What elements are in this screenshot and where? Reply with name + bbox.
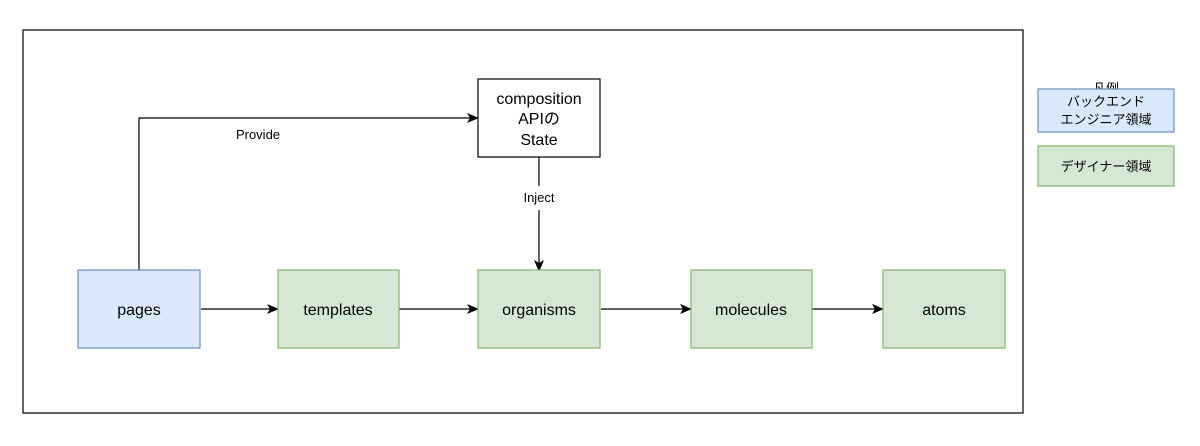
legend: 凡例 バックエンド エンジニア領域 デザイナー領域 <box>1037 82 1175 187</box>
legend-designer-swatch <box>1037 145 1175 187</box>
inject-edge-label: Inject <box>523 190 554 205</box>
state-node[interactable]: composition APIの State <box>477 78 601 158</box>
templates-node-label: templates <box>303 302 372 319</box>
legend-backend-swatch <box>1037 88 1175 133</box>
provide-edge-label: Provide <box>236 127 280 142</box>
templates-node[interactable]: templates <box>277 269 400 349</box>
pages-node-label: pages <box>117 302 161 319</box>
legend-backend-line-1: バックエンド <box>1067 95 1145 110</box>
legend-designer: デザイナー領域 <box>1037 145 1175 187</box>
legend-backend-line-2: エンジニア領域 <box>1060 112 1151 128</box>
atoms-node[interactable]: atoms <box>882 269 1006 349</box>
atoms-node-label: atoms <box>922 302 966 319</box>
state-node-line-1: composition <box>496 91 581 108</box>
molecules-node[interactable]: molecules <box>690 269 813 349</box>
state-node-line-3: State <box>520 132 557 149</box>
legend-backend: バックエンド エンジニア領域 <box>1037 88 1175 133</box>
provide-edge <box>138 113 479 270</box>
molecules-node-label: molecules <box>715 302 787 319</box>
pages-node[interactable]: pages <box>77 269 201 349</box>
organisms-node-label: organisms <box>502 302 576 319</box>
organisms-node[interactable]: organisms <box>477 269 601 349</box>
legend-designer-label: デザイナー領域 <box>1061 159 1152 175</box>
state-node-line-2: APIの <box>518 111 560 128</box>
